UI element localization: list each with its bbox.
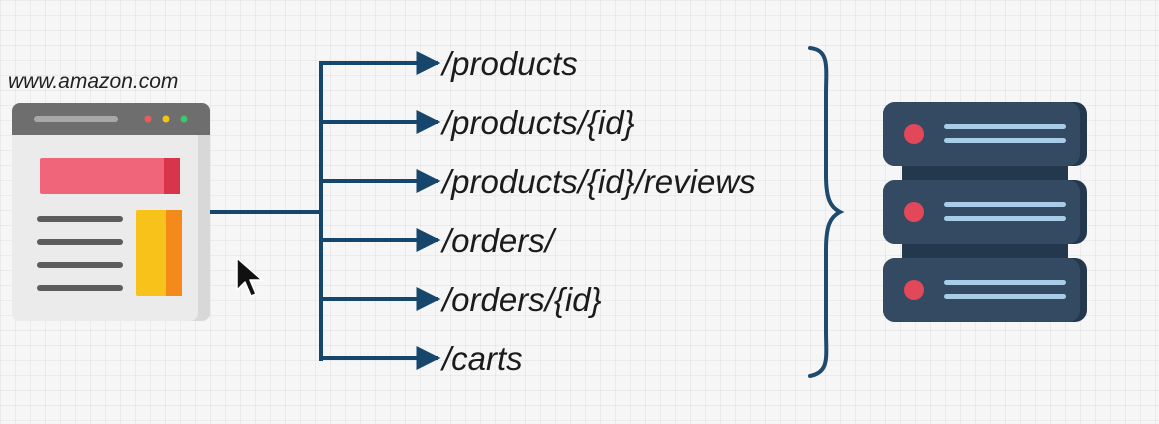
- route-connectors: [210, 63, 323, 361]
- server-slot: [944, 280, 1066, 285]
- text-line: [37, 262, 123, 268]
- route-arrows: [319, 51, 441, 370]
- server-unit: [883, 180, 1080, 244]
- server-unit: [883, 258, 1080, 322]
- server-slot: [944, 138, 1066, 143]
- server-slot: [944, 124, 1066, 129]
- text-line: [37, 285, 123, 291]
- page-banner: [40, 158, 180, 194]
- route-products: /products: [440, 45, 578, 82]
- window-dot-yellow: [162, 115, 170, 123]
- site-url-label: www.amazon.com: [8, 70, 178, 93]
- route-carts: /carts: [440, 340, 523, 377]
- browser-window-icon: [12, 103, 210, 321]
- window-dot-red: [144, 115, 152, 123]
- server-slot: [944, 202, 1066, 207]
- server-slot: [944, 216, 1066, 221]
- server-led: [904, 280, 924, 300]
- route-product-by-id: /products/{id}: [440, 104, 635, 141]
- mouse-cursor-icon: [236, 257, 263, 297]
- text-line: [37, 239, 123, 245]
- server-stack-icon: [883, 102, 1087, 322]
- grouping-brace: [808, 46, 845, 378]
- window-dot-green: [180, 115, 188, 123]
- route-product-reviews: /products/{id}/reviews: [440, 163, 756, 200]
- server-led: [904, 124, 924, 144]
- server-slot: [944, 294, 1066, 299]
- route-order-by-id: /orders/{id}: [440, 281, 602, 318]
- route-orders: /orders/: [440, 222, 557, 259]
- text-line: [37, 216, 123, 222]
- server-led: [904, 202, 924, 222]
- server-unit: [883, 102, 1080, 166]
